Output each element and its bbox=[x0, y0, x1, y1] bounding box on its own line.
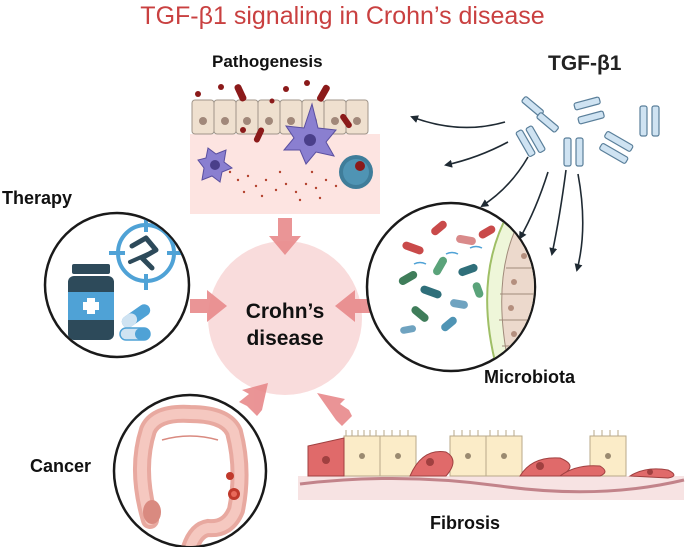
therapy-circle bbox=[43, 211, 191, 359]
center-label-line2: disease bbox=[246, 327, 324, 350]
tgf-beta1-label: TGF-β1 bbox=[548, 52, 622, 75]
center-label: Crohn’s disease bbox=[222, 298, 348, 352]
microbiota-label: Microbiota bbox=[484, 367, 576, 387]
capsule-icon bbox=[119, 304, 151, 341]
fibrotic-tissue-icon bbox=[298, 430, 685, 500]
pathogenesis-label: Pathogenesis bbox=[212, 52, 323, 71]
center-circle bbox=[208, 241, 362, 395]
colon-icon bbox=[133, 404, 249, 546]
center-label-line1: Crohn’s bbox=[245, 300, 325, 323]
diagram-title: TGF-β1 signaling in Crohn’s disease bbox=[140, 2, 545, 30]
tgf-beta1-molecules-icon bbox=[515, 96, 660, 167]
signaling-arrows bbox=[410, 115, 584, 272]
inflamed-epithelium-icon bbox=[190, 80, 380, 214]
medicine-bottle-icon bbox=[68, 264, 114, 340]
fibrosis-label: Fibrosis bbox=[430, 513, 501, 533]
cancer-label: Cancer bbox=[30, 456, 92, 476]
drug-target-icon bbox=[109, 216, 183, 290]
microbiota-circle bbox=[365, 201, 537, 373]
therapy-label: Therapy bbox=[2, 188, 73, 208]
cancer-circle bbox=[112, 393, 268, 549]
pink-arrows bbox=[190, 218, 372, 426]
